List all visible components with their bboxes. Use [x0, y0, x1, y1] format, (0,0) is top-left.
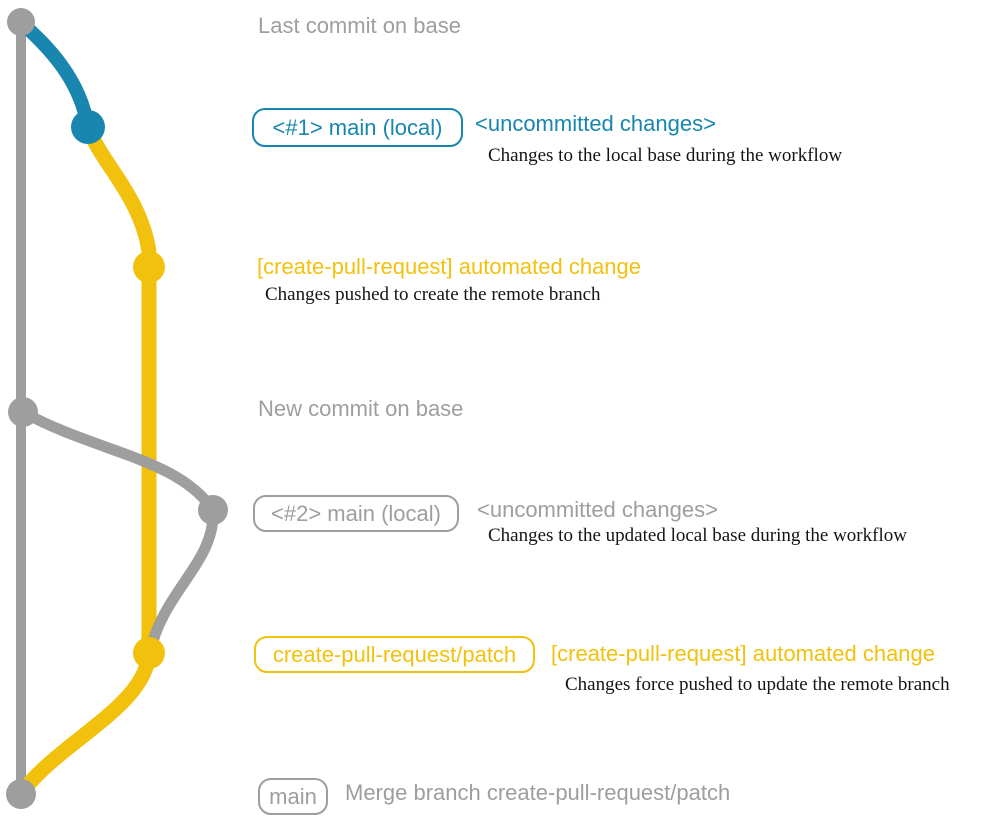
- commit-dot-patch-2: [133, 637, 165, 669]
- uncommitted-changes-2: <uncommitted changes>: [477, 497, 718, 522]
- badge-main-text: main: [269, 783, 317, 809]
- merge-commit-label: Merge branch create-pull-request/patch: [345, 780, 731, 805]
- last-commit-label: Last commit on base: [258, 13, 461, 38]
- merge-curve: [14, 645, 157, 800]
- commit-dot-patch-1: [133, 251, 165, 283]
- badge-main-local-2-text: <#2> main (local): [271, 500, 441, 526]
- commit-dot-local-1: [71, 110, 105, 144]
- automated-change-title-2: [create-pull-request] automated change: [551, 641, 936, 666]
- desc-force-push: Changes force pushed to update the remot…: [565, 674, 950, 695]
- badge-main: main: [258, 778, 328, 815]
- desc-push-create: Changes pushed to create the remote bran…: [265, 284, 601, 305]
- rebase-out-curve: [17, 406, 219, 516]
- rebase-in-curve: [144, 504, 219, 659]
- automated-change-title-1: [create-pull-request] automated change: [257, 254, 642, 279]
- desc-local-base-1: Changes to the local base during the wor…: [488, 145, 843, 166]
- commit-dot-last-base: [7, 8, 35, 36]
- uncommitted-changes-1: <uncommitted changes>: [475, 111, 716, 136]
- commit-dot-merge: [6, 779, 36, 809]
- local-main-branch-curve: [14, 15, 95, 134]
- new-commit-label: New commit on base: [258, 396, 464, 421]
- badge-patch-branch: create-pull-request/patch: [254, 636, 535, 673]
- desc-local-base-2: Changes to the updated local base during…: [488, 525, 907, 546]
- badge-patch-branch-text: create-pull-request/patch: [272, 641, 517, 667]
- commit-dot-local-2: [198, 495, 228, 525]
- badge-main-local-2: <#2> main (local): [253, 495, 459, 532]
- patch-branch-line: [80, 119, 157, 661]
- badge-main-local-1: <#1> main (local): [252, 108, 463, 147]
- commit-dot-new-base: [8, 397, 38, 427]
- badge-main-local-1-text: <#1> main (local): [272, 114, 443, 140]
